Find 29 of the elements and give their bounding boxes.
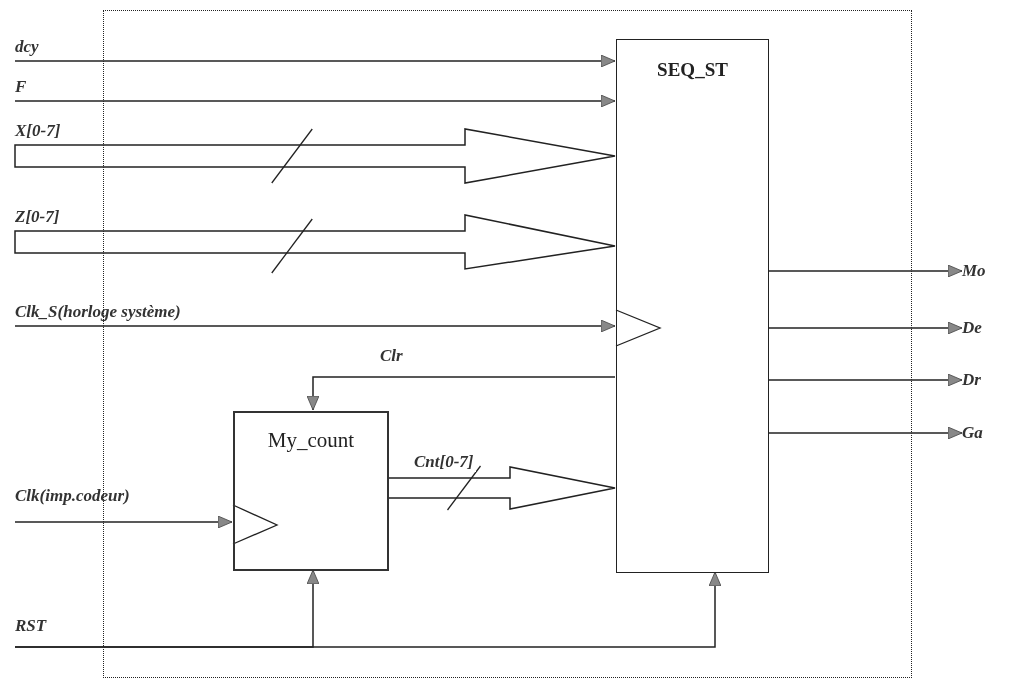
signal-label: Dr (962, 369, 1002, 391)
signal-label: X[0-7] (15, 119, 85, 145)
signal-arrow (14, 515, 233, 529)
block-box (233, 411, 389, 571)
signal-label: Clk(imp.codeur) (15, 484, 215, 510)
signal-label: Ga (962, 422, 1002, 444)
signal-label: F (15, 75, 45, 101)
signal-label: dcy (15, 35, 65, 61)
signal-arrow (14, 319, 616, 333)
signal-arrow (14, 571, 722, 648)
signal-arrow (14, 94, 616, 108)
signal-arrow (306, 376, 616, 411)
signal-label: De (962, 317, 1002, 339)
signal-arrow (767, 321, 963, 335)
signal-arrow (767, 426, 963, 440)
signal-arrow (767, 264, 963, 278)
edge-label: Cnt[0-7] (412, 452, 476, 472)
bus-arrow (14, 128, 616, 184)
bus-arrow (387, 466, 616, 510)
block-title: My_count (267, 428, 355, 452)
signal-label: Clk_S(horloge système) (15, 300, 275, 326)
signal-arrow (767, 373, 963, 387)
signal-label: Z[0-7] (15, 205, 85, 231)
bus-arrow (14, 214, 616, 270)
signal-arrow (14, 54, 616, 68)
block-title: SEQ_ST (657, 59, 728, 80)
block-box (616, 39, 769, 573)
signal-label: RST (15, 614, 65, 640)
signal-label: Mo (962, 260, 1002, 282)
